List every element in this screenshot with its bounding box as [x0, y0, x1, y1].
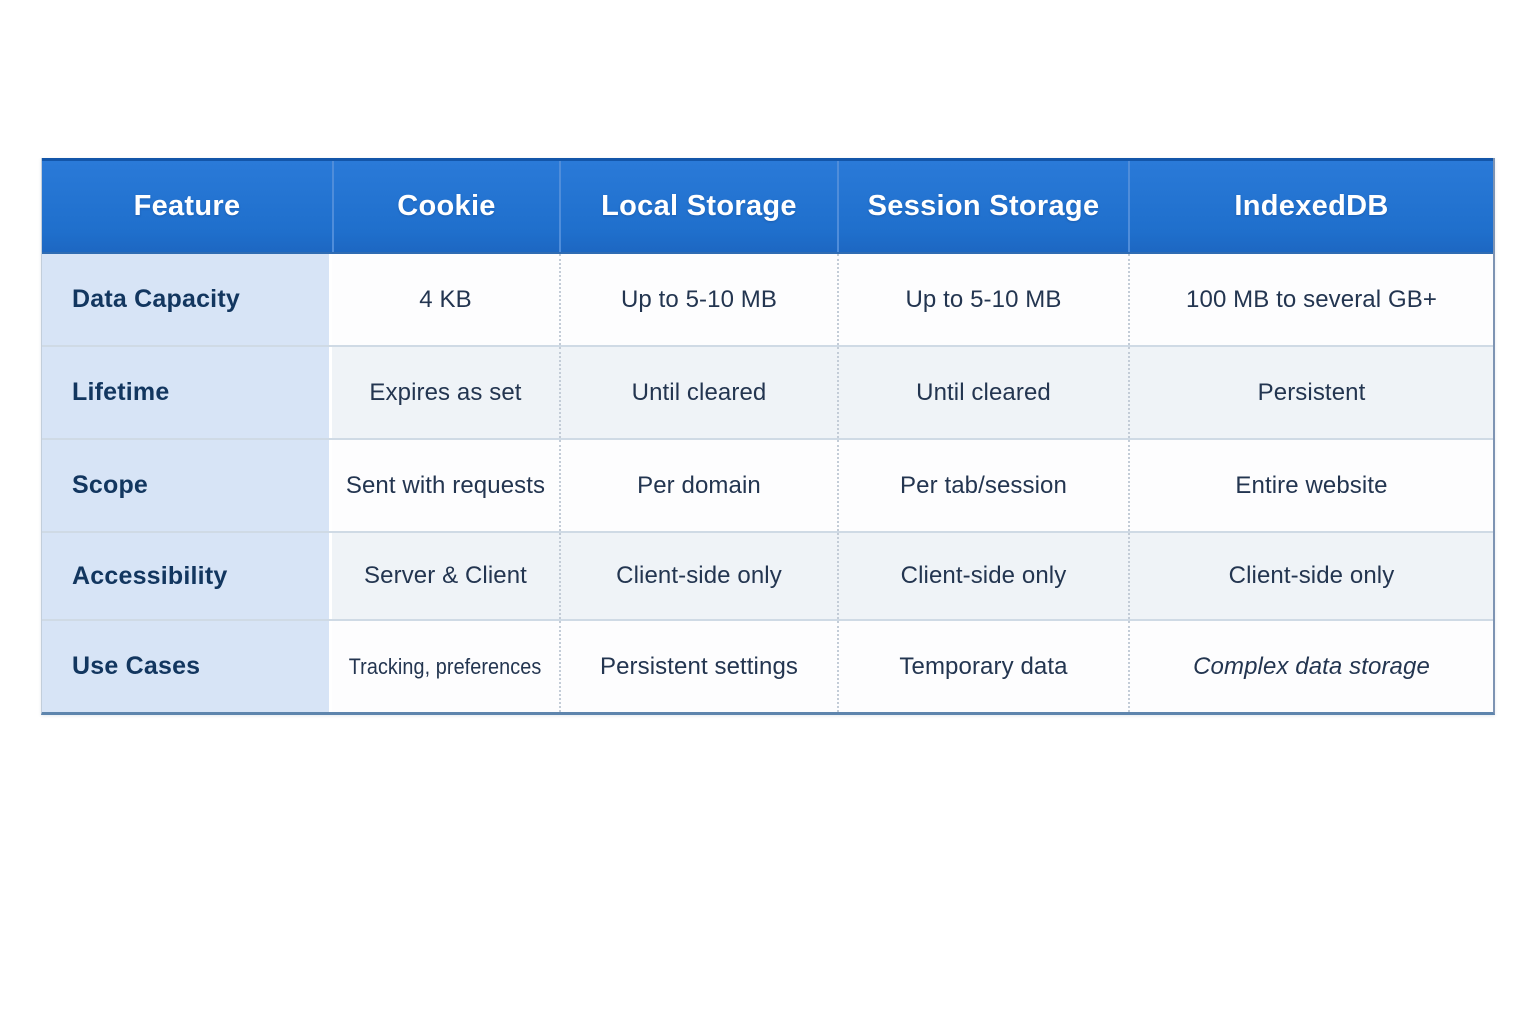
table-cell: Per tab/session — [837, 440, 1128, 531]
header-label: Session Storage — [867, 190, 1100, 222]
table-cell: Up to 5-10 MB — [837, 254, 1128, 345]
header-cell-session-storage: Session Storage — [837, 161, 1128, 252]
table-cell: Per domain — [559, 440, 837, 531]
table-row-lifetime: Lifetime Expires as set Until cleared Un… — [42, 345, 1493, 438]
row-header-use-cases: Use Cases — [42, 621, 332, 712]
table-cell: Up to 5-10 MB — [559, 254, 837, 345]
table-row-data-capacity: Data Capacity 4 KB Up to 5-10 MB Up to 5… — [42, 252, 1493, 345]
header-cell-cookie: Cookie — [332, 161, 559, 252]
row-header-accessibility: Accessibility — [42, 533, 332, 619]
table-cell: 4 KB — [332, 254, 559, 345]
table-cell: Until cleared — [559, 347, 837, 438]
header-label: Feature — [133, 190, 241, 222]
table-cell: Persistent settings — [559, 621, 837, 712]
table-cell: Tracking, preferences — [332, 621, 559, 712]
table-cell: 100 MB to several GB+ — [1128, 254, 1493, 345]
row-header-lifetime: Lifetime — [42, 347, 332, 438]
feature-label: Lifetime — [72, 378, 170, 406]
header-cell-indexeddb: IndexedDB — [1128, 161, 1493, 252]
table-cell: Until cleared — [837, 347, 1128, 438]
table-row-use-cases: Use Cases Tracking, preferences Persiste… — [42, 619, 1493, 712]
feature-label: Use Cases — [72, 652, 201, 680]
header-label: Cookie — [397, 190, 496, 222]
table-cell: Sent with requests — [332, 440, 559, 531]
header-label: IndexedDB — [1234, 190, 1389, 222]
header-cell-feature: Feature — [42, 161, 332, 252]
header-row: Feature Cookie Local Storage Session Sto… — [42, 158, 1493, 252]
header-cell-local-storage: Local Storage — [559, 161, 837, 252]
table-row-scope: Scope Sent with requests Per domain Per … — [42, 438, 1493, 531]
table-cell: Client-side only — [1128, 533, 1493, 619]
table-cell: Expires as set — [332, 347, 559, 438]
table-cell: Complex data storage — [1128, 621, 1493, 712]
feature-label: Accessibility — [72, 561, 228, 590]
storage-comparison-table: Feature Cookie Local Storage Session Sto… — [41, 158, 1495, 715]
table-cell: Server & Client — [332, 533, 559, 619]
table-cell: Temporary data — [837, 621, 1128, 712]
row-header-data-capacity: Data Capacity — [42, 254, 332, 345]
row-header-scope: Scope — [42, 440, 332, 531]
feature-label: Data Capacity — [72, 285, 240, 313]
table-row-accessibility: Accessibility Server & Client Client-sid… — [42, 531, 1493, 619]
table-cell: Persistent — [1128, 347, 1493, 438]
feature-label: Scope — [72, 471, 149, 499]
table-cell: Client-side only — [837, 533, 1128, 619]
header-label: Local Storage — [601, 190, 797, 222]
table-cell: Entire website — [1128, 440, 1493, 531]
table-cell: Client-side only — [559, 533, 837, 619]
